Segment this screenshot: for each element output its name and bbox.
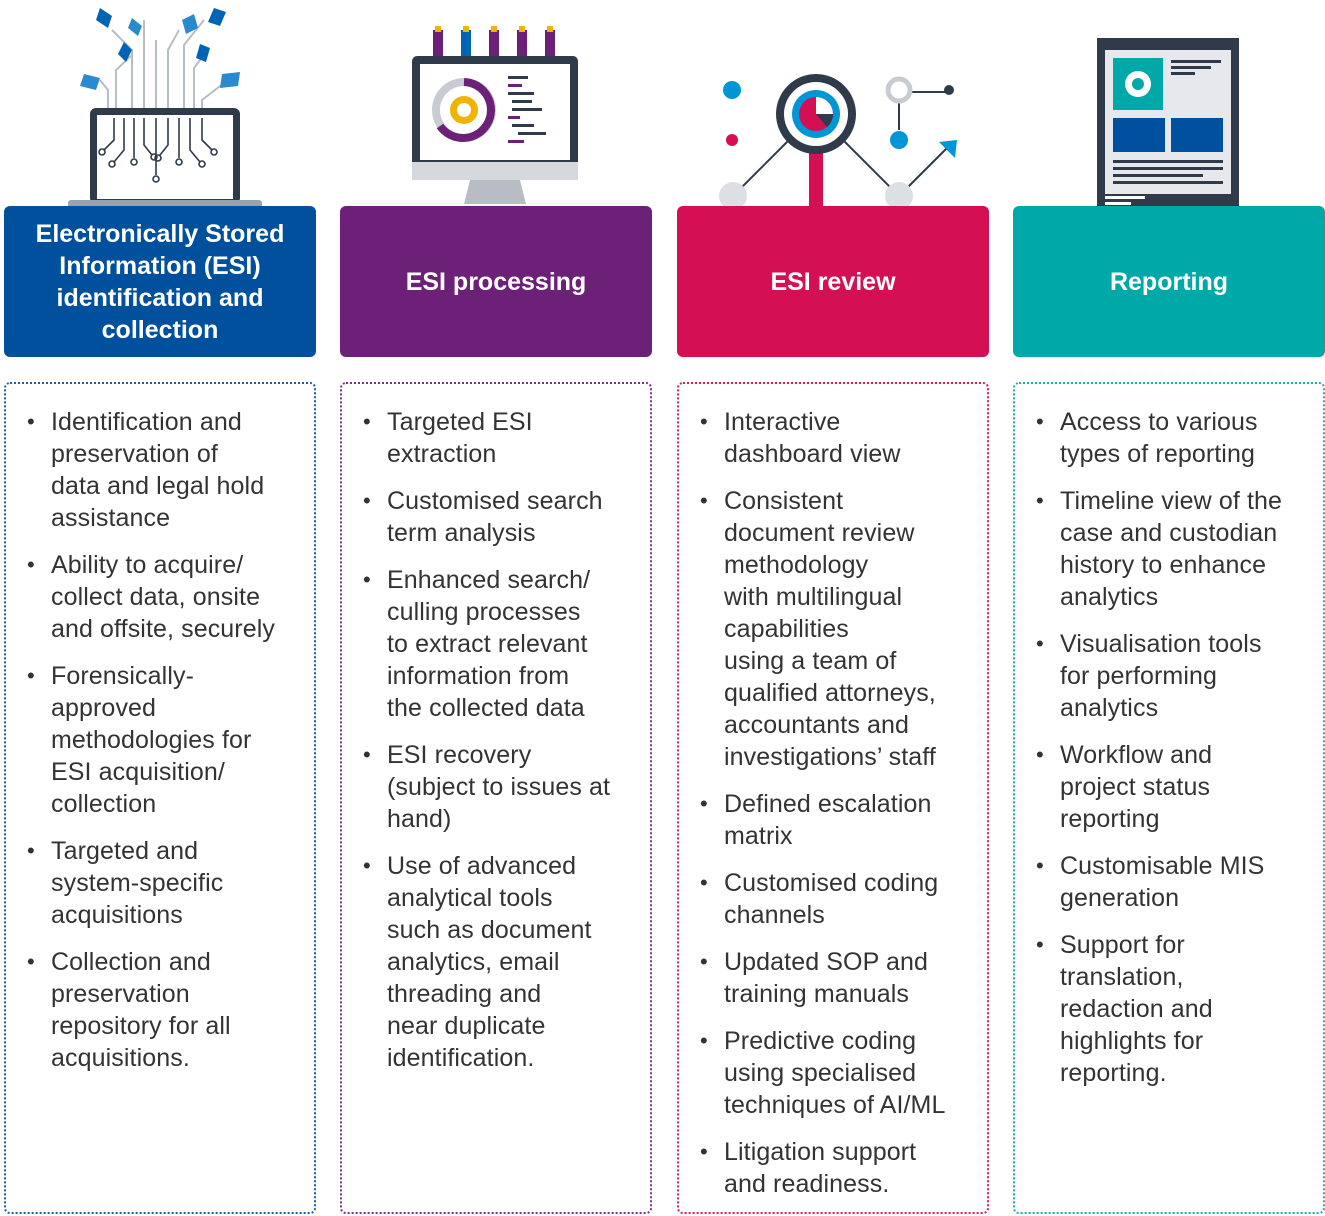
list-item: Support for translation, redaction and h… bbox=[1035, 929, 1309, 1089]
column-header: Electronically Stored Information (ESI) … bbox=[4, 206, 316, 357]
feature-list-box: Interactive dashboard view Consistent do… bbox=[677, 382, 989, 1214]
list-item: Customisable MIS generation bbox=[1035, 850, 1309, 914]
list-item: Targeted ESI extraction bbox=[362, 406, 636, 470]
list-item: Use of advanced analytical tools such as… bbox=[362, 850, 636, 1074]
column-esi-review: ESI review Interactive dashboard view Co… bbox=[677, 0, 989, 1216]
list-item: Collection and preservation repository f… bbox=[26, 946, 300, 1074]
column-esi-identification: Electronically Stored Information (ESI) … bbox=[4, 0, 316, 1216]
column-header: ESI processing bbox=[340, 206, 652, 357]
list-item: Visualisation tools for performing analy… bbox=[1035, 628, 1309, 724]
list-item: Ability to acquire/ collect data, onsite… bbox=[26, 549, 300, 645]
column-esi-processing: ESI processing Targeted ESI extraction C… bbox=[340, 0, 652, 1216]
list-item: Predictive coding using specialised tech… bbox=[699, 1025, 973, 1121]
column-header: ESI review bbox=[677, 206, 989, 357]
magnifier-network-icon bbox=[677, 0, 989, 210]
list-item: Timeline view of the case and custodian … bbox=[1035, 485, 1309, 613]
report-document-icon bbox=[1013, 0, 1325, 210]
feature-list-box: Access to various types of reporting Tim… bbox=[1013, 382, 1325, 1214]
list-item: Defined escalation matrix bbox=[699, 788, 973, 852]
list-item: Updated SOP and training manuals bbox=[699, 946, 973, 1010]
list-item: Forensically- approved methodologies for… bbox=[26, 660, 300, 820]
list-item: Litigation support and readiness. bbox=[699, 1136, 973, 1200]
list-item: Customised search term analysis bbox=[362, 485, 636, 549]
monitor-processing-icon bbox=[340, 0, 652, 210]
feature-list-box: Identification and preservation of data … bbox=[4, 382, 316, 1214]
list-item: Workflow and project status reporting bbox=[1035, 739, 1309, 835]
list-item: Interactive dashboard view bbox=[699, 406, 973, 470]
list-item: Targeted and system-specific acquisition… bbox=[26, 835, 300, 931]
list-item: ESI recovery (subject to issues at hand) bbox=[362, 739, 636, 835]
list-item: Consistent document review methodology w… bbox=[699, 485, 973, 773]
column-reporting: Reporting Access to various types of rep… bbox=[1013, 0, 1325, 1216]
list-item: Access to various types of reporting bbox=[1035, 406, 1309, 470]
list-item: Enhanced search/ culling processes to ex… bbox=[362, 564, 636, 724]
list-item: Identification and preservation of data … bbox=[26, 406, 300, 534]
list-item: Customised coding channels bbox=[699, 867, 973, 931]
column-header: Reporting bbox=[1013, 206, 1325, 357]
laptop-circuit-tree-icon bbox=[4, 0, 316, 210]
feature-list-box: Targeted ESI extraction Customised searc… bbox=[340, 382, 652, 1214]
